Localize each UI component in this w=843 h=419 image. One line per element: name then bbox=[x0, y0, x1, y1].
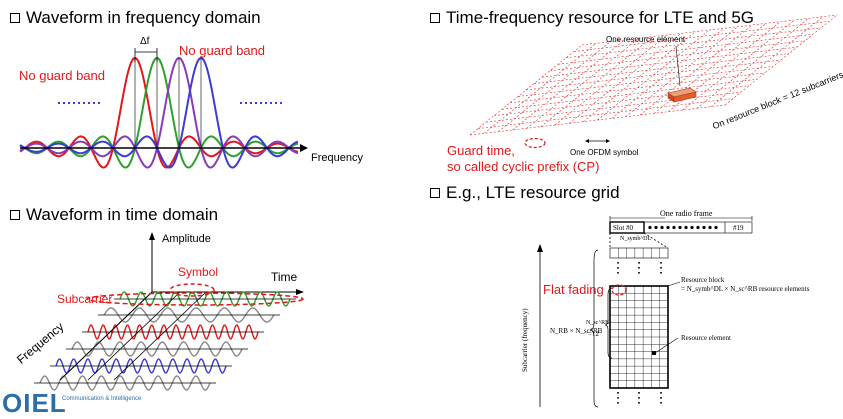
slot-dot bbox=[690, 225, 694, 230]
slot0-label: Slot #0 bbox=[613, 224, 634, 232]
slot-dot bbox=[708, 225, 712, 230]
tf-grid-line bbox=[525, 59, 782, 91]
tf-grid-line bbox=[509, 72, 766, 104]
vdots bbox=[660, 267, 662, 269]
symbol-ellipse bbox=[169, 283, 215, 297]
n-sc-label: N_sc^RB bbox=[586, 320, 610, 326]
tf-grid-line bbox=[565, 27, 822, 59]
checkbox-bullet-icon bbox=[10, 210, 20, 220]
freq-domain-diagram bbox=[19, 48, 308, 169]
vdots bbox=[617, 397, 619, 399]
tf-grid-line bbox=[477, 98, 734, 129]
no-guard-band-right: No guard band bbox=[179, 43, 266, 58]
vdots bbox=[617, 402, 619, 404]
time-heading: Waveform in time domain bbox=[10, 205, 218, 225]
checkbox-bullet-icon bbox=[430, 13, 440, 23]
resource-element-label: Resource element bbox=[681, 334, 731, 342]
tf-grid-line bbox=[533, 53, 790, 84]
symbol-boundary bbox=[113, 291, 207, 381]
time-heading-text: Waveform in time domain bbox=[26, 205, 219, 224]
symbol-boundary bbox=[87, 291, 181, 381]
n-symb-label: N_symb^DL bbox=[620, 236, 652, 242]
freq-axis-arrow bbox=[300, 144, 308, 152]
checkbox-bullet-icon bbox=[430, 188, 440, 198]
vdots bbox=[660, 262, 662, 264]
slot-dot bbox=[684, 225, 688, 230]
nsc-brace bbox=[604, 287, 613, 359]
vdots bbox=[638, 402, 640, 404]
n-rb-label: N_RB × N_sc^RB bbox=[550, 327, 603, 335]
grid-top-row bbox=[609, 247, 669, 259]
subcarrier-label: Subcarrier bbox=[57, 292, 113, 306]
grid-heading: E.g., LTE resource grid bbox=[430, 183, 620, 203]
slot-dot bbox=[648, 225, 652, 230]
subcarrier-axis-label: Subcarrier (frequency) bbox=[521, 308, 529, 372]
vdots bbox=[660, 392, 662, 394]
vdots bbox=[638, 267, 640, 269]
time-domain-diagram bbox=[34, 232, 304, 391]
vdots bbox=[617, 392, 619, 394]
one-re-label: One resource element bbox=[606, 35, 686, 44]
symbol-boundary bbox=[59, 291, 153, 381]
freq-axis-label: Frequency bbox=[311, 152, 363, 164]
vdots bbox=[660, 397, 662, 399]
grid-heading-text: E.g., LTE resource grid bbox=[446, 183, 620, 202]
slot-dot bbox=[678, 225, 682, 230]
vdots bbox=[617, 272, 619, 274]
vdots bbox=[660, 402, 662, 404]
checkbox-bullet-icon bbox=[10, 13, 20, 23]
nrb-brace bbox=[589, 249, 599, 408]
slot19-label: #19 bbox=[733, 224, 744, 232]
tf-heading-text: Time-frequency resource for LTE and 5G bbox=[446, 8, 755, 27]
guard-time-label: Guard time, bbox=[447, 143, 515, 158]
freq-heading: Waveform in frequency domain bbox=[10, 8, 261, 28]
vdots bbox=[638, 397, 640, 399]
slot-dot bbox=[714, 225, 718, 230]
resource-element-marker bbox=[652, 351, 656, 355]
slot-dot bbox=[672, 225, 676, 230]
vdots bbox=[660, 272, 662, 274]
vdots bbox=[638, 262, 640, 264]
vdots bbox=[638, 392, 640, 394]
freq-heading-text: Waveform in frequency domain bbox=[26, 8, 261, 27]
oiel-logo-subtitle: Communication & Intelligence bbox=[62, 396, 142, 402]
time-axis-label: Time bbox=[271, 270, 298, 284]
symbol-label: Symbol bbox=[178, 265, 219, 279]
slot-dot bbox=[660, 225, 664, 230]
lte-grid-diagram bbox=[537, 216, 753, 408]
tf-grid-diagram bbox=[469, 14, 838, 149]
slot-dot bbox=[654, 225, 658, 230]
tf-grid-line bbox=[549, 40, 806, 71]
delta-f-label: Δf bbox=[140, 36, 150, 47]
subcarrier-spectrum bbox=[19, 56, 299, 169]
cyclic-prefix-label: so called cyclic prefix (CP) bbox=[447, 159, 600, 174]
vdots bbox=[617, 262, 619, 264]
n-sc-value: =12 bbox=[588, 330, 599, 338]
ofdm-symbol-label: One OFDM symbol bbox=[570, 148, 639, 157]
tf-grid-line bbox=[581, 14, 838, 46]
subcarrier-spectrum bbox=[19, 56, 299, 169]
amplitude-label: Amplitude bbox=[162, 233, 211, 245]
flat-fading-label: Flat fading bbox=[543, 282, 604, 297]
no-guard-band-left: No guard band bbox=[19, 68, 106, 83]
resource-block-formula: = N_symb^DL × N_sc^RB resource elements bbox=[681, 285, 810, 293]
radio-frame-label: One radio frame bbox=[660, 209, 713, 218]
slot0-box bbox=[609, 221, 645, 234]
flat-fading-ellipse bbox=[611, 284, 627, 296]
subcarrier-ellipse bbox=[86, 292, 304, 306]
slot-dot bbox=[696, 225, 700, 230]
vdots bbox=[638, 272, 640, 274]
subcarrier-spectrum bbox=[19, 56, 299, 169]
vdots bbox=[617, 267, 619, 269]
tf-heading: Time-frequency resource for LTE and 5G bbox=[430, 8, 754, 28]
slot-dot bbox=[666, 225, 670, 230]
tf-grid-line bbox=[493, 85, 750, 116]
slot-dot bbox=[702, 225, 706, 230]
cp-ellipse bbox=[524, 137, 546, 149]
resource-block-grid-label: Resource block bbox=[681, 276, 725, 284]
